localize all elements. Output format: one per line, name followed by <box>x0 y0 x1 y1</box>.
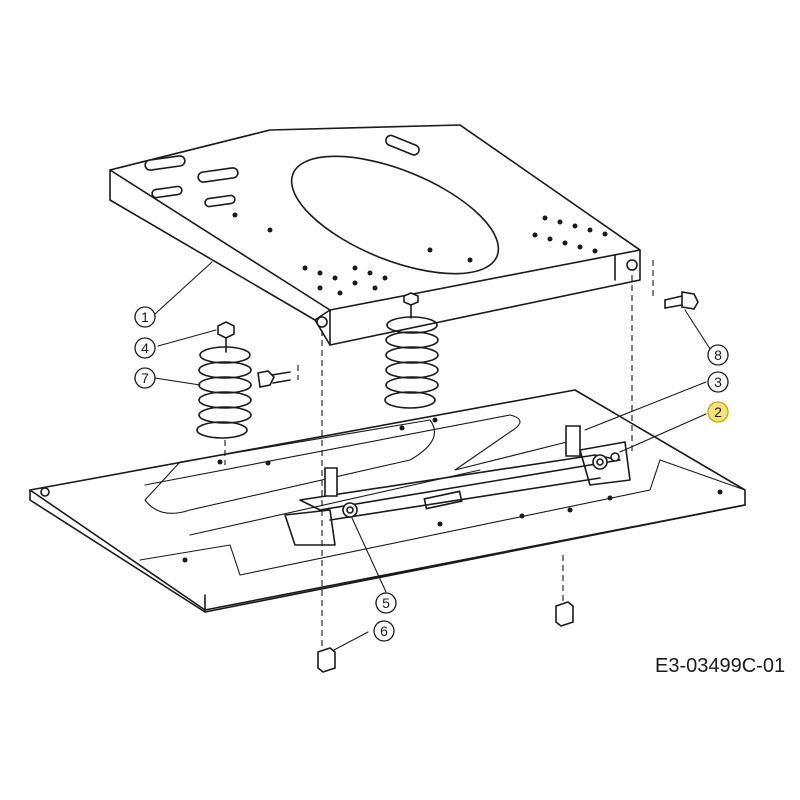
bolt-part-8 <box>664 291 699 310</box>
bolt-right-spring <box>403 292 419 319</box>
callout-1: 1 <box>134 306 156 328</box>
spring-right <box>384 316 439 409</box>
pin-part-3 <box>324 425 581 497</box>
callout-5: 5 <box>375 592 397 614</box>
svg-text:1: 1 <box>141 309 149 325</box>
drawing-code: E3-03499C-01 <box>655 655 785 677</box>
slide-rail-part-2 <box>284 441 631 546</box>
leader-lines <box>154 261 713 651</box>
spacer-part-6 <box>317 601 574 673</box>
callout-2: 2 <box>707 401 729 423</box>
svg-text:6: 6 <box>380 623 388 639</box>
svg-text:3: 3 <box>714 374 722 390</box>
svg-text:2: 2 <box>714 404 722 420</box>
svg-text:5: 5 <box>382 595 390 611</box>
callout-8: 8 <box>707 344 729 366</box>
base-plate <box>29 389 746 613</box>
spring-left <box>196 346 252 439</box>
callout-6: 6 <box>373 620 395 642</box>
washer-part-5 <box>342 454 608 518</box>
callout-4: 4 <box>134 337 156 359</box>
svg-text:4: 4 <box>141 340 149 356</box>
svg-text:8: 8 <box>714 347 722 363</box>
svg-text:7: 7 <box>141 370 149 386</box>
callout-7: 7 <box>134 367 156 389</box>
callout-3: 3 <box>707 371 729 393</box>
seat-mounting-plate <box>109 124 641 346</box>
bolt-part-4 <box>217 321 235 353</box>
bolt-left-side <box>257 370 291 388</box>
alignment-lines <box>224 260 654 650</box>
